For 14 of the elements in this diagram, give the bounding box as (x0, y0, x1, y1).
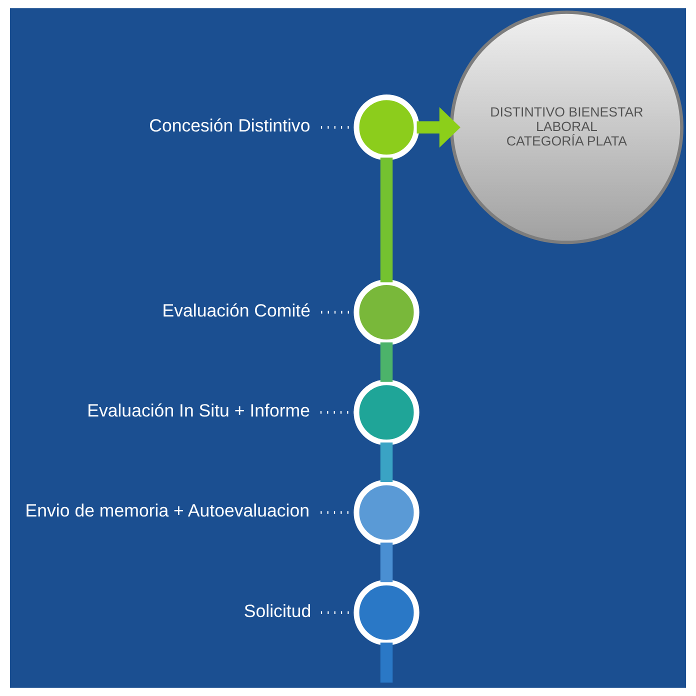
node-text: Concesión Distintivo (149, 116, 310, 136)
node-circle (354, 480, 420, 546)
node-text: Evaluación Comité (162, 300, 310, 320)
arrow (416, 107, 460, 148)
connector (380, 158, 393, 282)
node-circle (354, 580, 420, 646)
node-text: Evaluación In Situ + Informe (87, 400, 310, 421)
node-circle (354, 279, 420, 346)
connector (380, 642, 393, 683)
node-text: Envio de memoria + Autoevaluacion (25, 500, 310, 521)
node-circle (354, 94, 420, 160)
node-circle: DISTINTIVO BIENESTAR LABORAL CATEGORÍA PLATA (450, 10, 684, 244)
node-circle (354, 380, 420, 446)
node-text: Solicitud (244, 600, 312, 621)
